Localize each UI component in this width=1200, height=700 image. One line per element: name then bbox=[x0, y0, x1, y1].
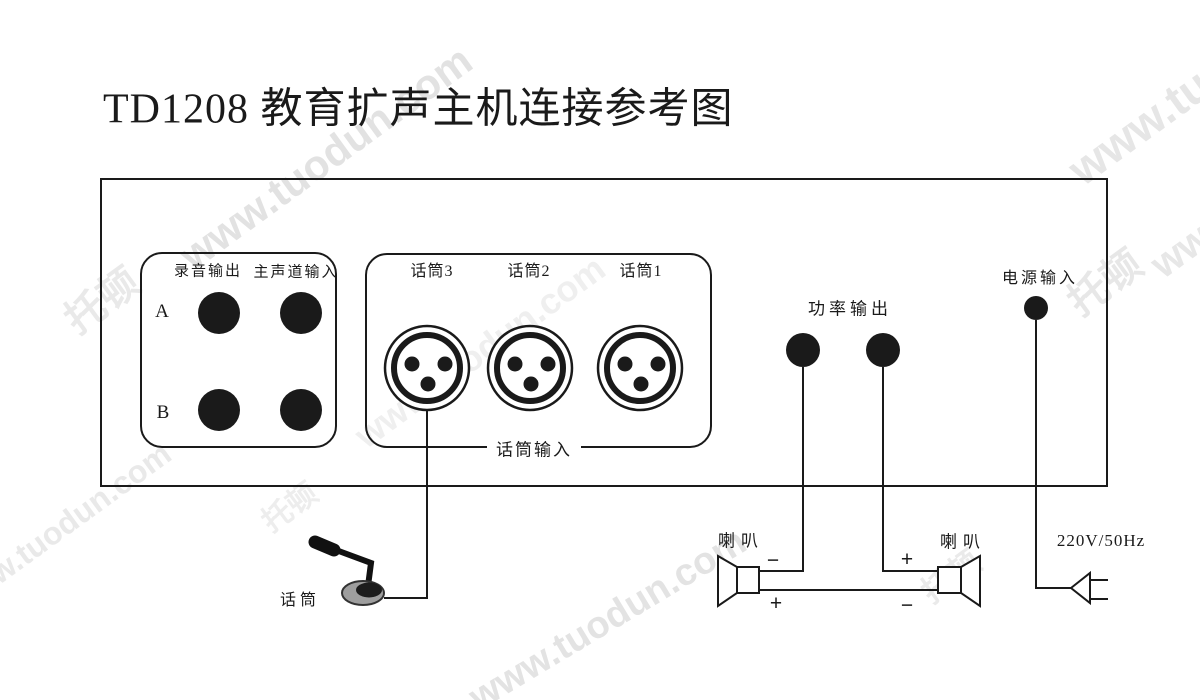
mic2-jack-label: 话筒2 bbox=[507, 263, 551, 280]
mains-voltage-label: 220V/50Hz bbox=[1056, 531, 1146, 550]
power-input-terminal bbox=[1024, 296, 1048, 320]
rca-jack bbox=[280, 389, 322, 431]
speaker-driver bbox=[937, 566, 962, 594]
mic-head bbox=[308, 535, 341, 557]
main-channel-input-label: 主声道输入 bbox=[253, 264, 339, 281]
rca-jack bbox=[198, 389, 240, 431]
polarity-sign-right-top: + bbox=[900, 548, 914, 571]
speaker-right-label: 喇叭 bbox=[940, 532, 986, 552]
speaker-right-icon bbox=[937, 554, 981, 608]
rca-jack-group bbox=[198, 292, 322, 431]
xlr-connector-mic3 bbox=[383, 324, 471, 412]
page-title: TD1208 教育扩声主机连接参考图 bbox=[103, 86, 734, 133]
record-output-label: 录音输出 bbox=[173, 263, 243, 280]
power-output-terminal bbox=[866, 333, 900, 367]
xlr-pin bbox=[617, 356, 633, 372]
xlr-pin bbox=[507, 356, 523, 372]
mains-wire bbox=[1035, 320, 1071, 589]
amplifier-rear-panel bbox=[100, 178, 1108, 487]
mic1-jack-label: 话筒1 bbox=[619, 263, 663, 280]
speaker-right-wire bbox=[882, 367, 938, 572]
mic-input-section-label: 话筒输入 bbox=[487, 435, 581, 461]
row-a-label: A bbox=[155, 301, 169, 322]
speaker-left-wire bbox=[759, 367, 804, 572]
xlr-inner-ring bbox=[391, 332, 463, 404]
rca-jack bbox=[198, 292, 240, 334]
speaker-left-label: 喇叭 bbox=[718, 531, 764, 551]
xlr-pin bbox=[420, 376, 436, 392]
polarity-sign-left-bottom: + bbox=[769, 592, 783, 615]
speaker-driver bbox=[736, 566, 760, 594]
record-io-section bbox=[140, 252, 337, 448]
plug-body bbox=[1069, 570, 1091, 606]
xlr-connector-mic2 bbox=[486, 324, 574, 412]
power-output-label: 功率输出 bbox=[808, 299, 892, 319]
xlr-pin bbox=[633, 376, 649, 392]
polarity-sign-right-bottom: − bbox=[900, 594, 914, 617]
polarity-sign-left-top: − bbox=[766, 549, 780, 572]
xlr-pin bbox=[404, 356, 420, 372]
xlr-inner-ring bbox=[604, 332, 676, 404]
xlr-pin bbox=[650, 356, 666, 372]
speaker-left-icon bbox=[717, 554, 760, 608]
mic-cable-wire bbox=[384, 410, 428, 599]
xlr-pin bbox=[437, 356, 453, 372]
rca-jack bbox=[280, 292, 322, 334]
microphone-label: 话筒 bbox=[279, 592, 321, 609]
power-input-label: 电源输入 bbox=[1001, 270, 1079, 287]
mic-neck bbox=[334, 547, 375, 587]
speaker-horn bbox=[717, 554, 738, 608]
xlr-pin bbox=[540, 356, 556, 372]
row-b-label: B bbox=[156, 402, 170, 423]
xlr-connector-mic1 bbox=[596, 324, 684, 412]
power-plug-icon bbox=[1069, 570, 1108, 606]
mic3-jack-label: 话筒3 bbox=[410, 263, 454, 280]
speaker-horn bbox=[960, 554, 981, 608]
power-output-terminal bbox=[786, 333, 820, 367]
mic-base-center bbox=[356, 582, 382, 598]
xlr-inner-ring bbox=[494, 332, 566, 404]
microphone-icon bbox=[308, 535, 385, 606]
xlr-pin bbox=[523, 376, 539, 392]
